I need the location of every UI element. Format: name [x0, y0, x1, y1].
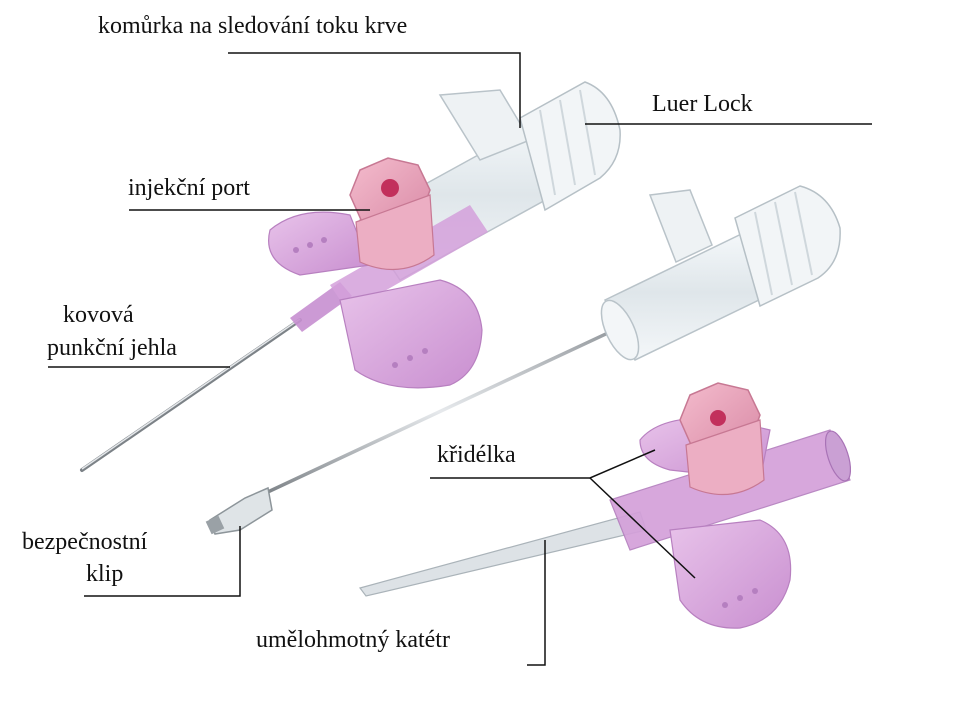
label-plastic-catheter: umělohmotný katétr — [256, 628, 450, 653]
label-metal-needle-line2: punkční jehla — [47, 336, 177, 361]
label-luer-lock: Luer Lock — [652, 92, 753, 117]
catheter — [360, 383, 856, 628]
label-injection-port: injekční port — [128, 176, 250, 201]
assembled-cannula — [82, 82, 620, 470]
leader-plastic-catheter — [527, 540, 545, 665]
label-blood-flow-chamber: komůrka na sledování toku krve — [98, 14, 407, 39]
label-metal-needle-line1: kovová — [63, 303, 134, 328]
label-safety-clip-line2: klip — [86, 562, 123, 587]
label-safety-clip-line1: bezpečnostní — [22, 530, 147, 555]
label-wings: křidélka — [437, 443, 516, 468]
